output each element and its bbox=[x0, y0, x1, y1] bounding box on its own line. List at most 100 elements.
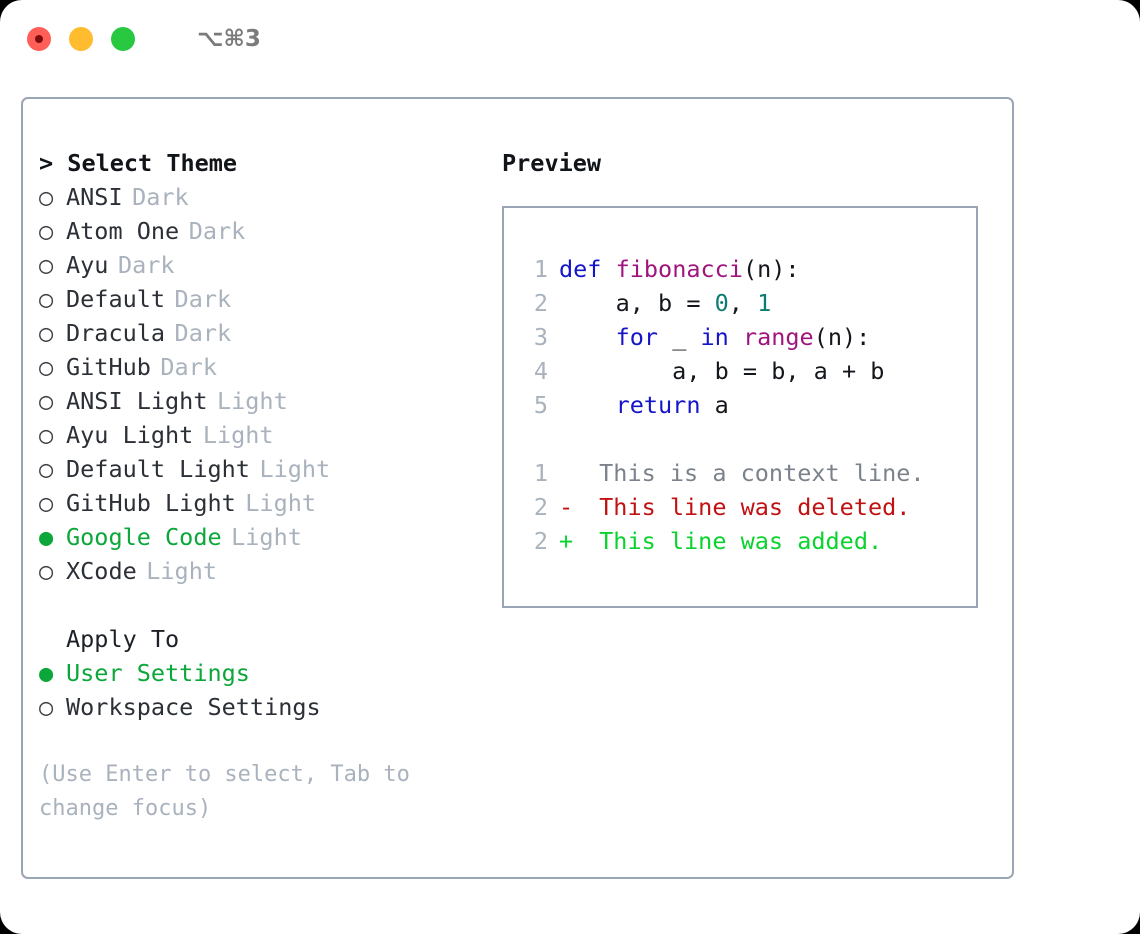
diff-line-number: 1 bbox=[533, 459, 548, 487]
radio-unselected-icon: ○ bbox=[39, 251, 54, 279]
theme-option-ayu-light[interactable]: ○ Ayu Light Light bbox=[39, 418, 489, 452]
theme-option-kind: Dark bbox=[160, 353, 217, 381]
theme-option-kind: Light bbox=[231, 523, 302, 551]
diff-line-number: 2 bbox=[533, 493, 548, 521]
code-line: 4 a, b = b, a + b bbox=[522, 354, 976, 388]
select-theme-title: Select Theme bbox=[67, 149, 238, 177]
code-token bbox=[729, 323, 743, 351]
code-token: a bbox=[700, 391, 729, 419]
theme-option-ayu[interactable]: ○ Ayu Dark bbox=[39, 248, 489, 282]
code-line-number: 5 bbox=[533, 391, 548, 419]
radio-unselected-icon: ○ bbox=[39, 285, 54, 313]
code-token: 0 bbox=[714, 289, 729, 317]
code-line: 2 a, b = 0, 1 bbox=[522, 286, 976, 320]
diff-line-text: This line was deleted. bbox=[585, 493, 911, 521]
diff-line: 2 + This line was added. bbox=[522, 524, 976, 558]
theme-option-label: Ayu Light bbox=[66, 421, 194, 449]
diff-sign: + bbox=[559, 527, 574, 555]
code-token: , bbox=[728, 289, 758, 317]
code-line-number: 1 bbox=[533, 255, 548, 283]
theme-option-kind: Dark bbox=[188, 217, 246, 245]
code-token: (n): bbox=[813, 323, 871, 351]
radio-selected-icon: ● bbox=[39, 523, 54, 551]
preview-heading: Preview bbox=[502, 149, 602, 177]
theme-option-label: XCode bbox=[66, 557, 137, 585]
code-line-number: 3 bbox=[533, 323, 548, 351]
apply-to-option-label: User Settings bbox=[66, 659, 250, 687]
theme-option-ansi-light[interactable]: ○ ANSI Light Light bbox=[39, 384, 489, 418]
apply-to-option-label: Workspace Settings bbox=[66, 693, 321, 721]
maximize-button[interactable] bbox=[111, 27, 135, 51]
apply-to-heading: Apply To bbox=[66, 625, 180, 653]
theme-option-label: Dracula bbox=[66, 319, 166, 347]
code-token: def bbox=[559, 255, 602, 283]
prompt-caret-icon: > bbox=[39, 149, 68, 177]
code-token: _ bbox=[658, 323, 701, 351]
theme-option-kind: Light bbox=[146, 557, 217, 585]
code-line-text: a, b = 0, 1 bbox=[559, 286, 772, 320]
code-line-text: a, b = b, a + b bbox=[559, 354, 884, 388]
code-line: 3 for _ in range(n): bbox=[522, 320, 976, 354]
theme-option-ansi[interactable]: ○ ANSI Dark bbox=[39, 180, 489, 214]
code-token: 1 bbox=[757, 289, 772, 317]
theme-option-kind: Dark bbox=[132, 183, 189, 211]
radio-unselected-icon: ○ bbox=[39, 557, 54, 585]
keyboard-shortcut-label: ⌥⌘3 bbox=[197, 26, 261, 52]
radio-unselected-icon: ○ bbox=[39, 353, 54, 381]
theme-option-label: GitHub bbox=[66, 353, 151, 381]
radio-unselected-icon: ○ bbox=[39, 455, 54, 483]
diff-line-number: 2 bbox=[533, 527, 548, 555]
diff-line-text: This is a context line. bbox=[585, 459, 925, 487]
theme-option-github[interactable]: ○ GitHub Dark bbox=[39, 350, 489, 384]
theme-option-kind: Light bbox=[245, 489, 317, 517]
minimize-button[interactable] bbox=[69, 27, 93, 51]
code-line-text: def fibonacci(n): bbox=[559, 252, 800, 286]
radio-unselected-icon: ○ bbox=[39, 421, 54, 449]
theme-option-kind: Dark bbox=[117, 251, 175, 279]
apply-to-option-user-settings[interactable]: ●User Settings bbox=[39, 656, 489, 690]
theme-option-label: ANSI bbox=[66, 183, 123, 211]
code-token: fibonacci bbox=[615, 255, 743, 283]
theme-option-label: ANSI Light bbox=[66, 387, 208, 415]
record-dot-icon bbox=[35, 35, 43, 43]
close-button[interactable] bbox=[27, 27, 51, 51]
diff-sample: 1 This is a context line. 2- This line wa… bbox=[522, 456, 976, 558]
code-token: range bbox=[742, 323, 814, 351]
apply-to-list: ●User Settings○Workspace Settings bbox=[39, 656, 489, 724]
radio-unselected-icon: ○ bbox=[39, 183, 54, 211]
select-theme-heading: > Select Theme bbox=[39, 146, 489, 180]
theme-option-kind: Light bbox=[216, 387, 288, 415]
theme-option-github-light[interactable]: ○ GitHub Light Light bbox=[39, 486, 489, 520]
radio-unselected-icon: ○ bbox=[39, 489, 54, 517]
radio-unselected-icon: ○ bbox=[39, 387, 54, 415]
theme-option-kind: Light bbox=[202, 421, 274, 449]
code-token: a, b = b, a + b bbox=[559, 357, 885, 385]
diff-line-text: This line was added. bbox=[585, 527, 883, 555]
theme-option-xcode[interactable]: ○ XCode Light bbox=[39, 554, 489, 588]
radio-unselected-icon: ○ bbox=[39, 217, 54, 245]
diff-line: 1 This is a context line. bbox=[522, 456, 976, 490]
code-diff-gap bbox=[522, 422, 976, 456]
code-token: for bbox=[615, 323, 659, 351]
code-token bbox=[601, 255, 615, 283]
apply-to-option-workspace-settings[interactable]: ○Workspace Settings bbox=[39, 690, 489, 724]
theme-option-label: GitHub Light bbox=[66, 489, 236, 517]
diff-sign bbox=[559, 456, 585, 490]
list-spacer bbox=[39, 588, 489, 622]
code-line: 5 return a bbox=[522, 388, 976, 422]
code-token: a, b = bbox=[559, 289, 715, 317]
title-bar: ⌥⌘3 bbox=[0, 0, 1140, 78]
theme-option-label: Ayu bbox=[66, 251, 109, 279]
diff-sign: - bbox=[559, 493, 574, 521]
code-line-text: for _ in range(n): bbox=[559, 320, 871, 354]
code-line-number: 4 bbox=[533, 357, 548, 385]
